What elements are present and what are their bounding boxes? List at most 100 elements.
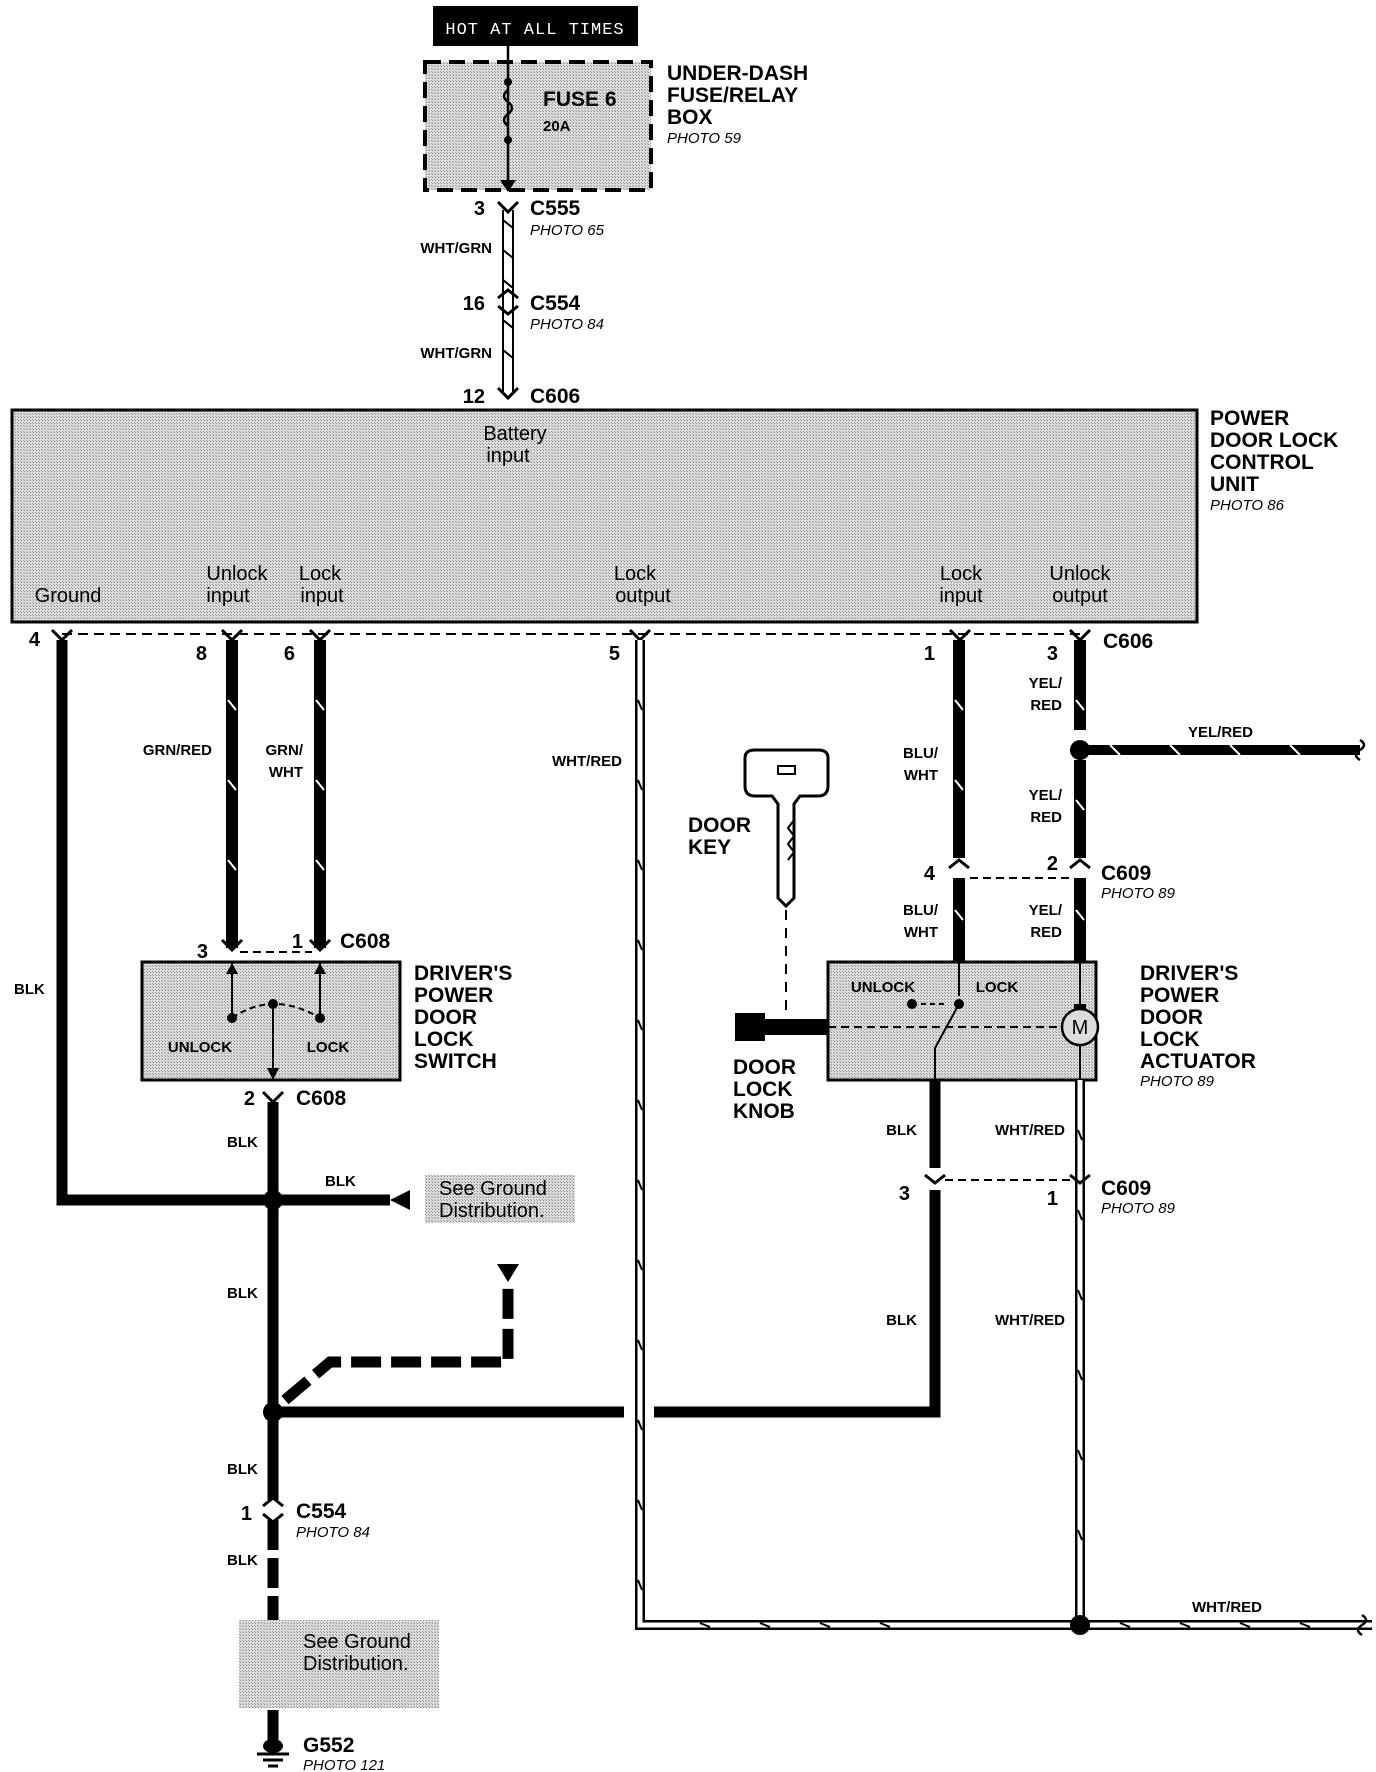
actuator-title-4: LOCK bbox=[1140, 1028, 1200, 1051]
wire-label-yel-red-1: YEL/ bbox=[1029, 675, 1063, 692]
ground-dist-1-line-2: Distribution. bbox=[439, 1200, 545, 1222]
wire-wht-red-actuator bbox=[1070, 1080, 1368, 1637]
unlock-output-2: output bbox=[1052, 585, 1108, 607]
actuator-title-3: DOOR bbox=[1140, 1006, 1203, 1029]
c555-pin: 3 bbox=[474, 198, 485, 220]
wire-label-wht-red-act-2: WHT/RED bbox=[995, 1312, 1065, 1329]
actuator-title-5: ACTUATOR bbox=[1140, 1050, 1256, 1073]
g552-name: G552 bbox=[303, 1734, 354, 1757]
c609-bottom-pin-3: 3 bbox=[899, 1183, 910, 1205]
c606-pin-5: 5 bbox=[609, 643, 620, 665]
fuse-symbol-icon bbox=[502, 89, 514, 127]
wire-label-wht-grn-1: WHT/GRN bbox=[420, 240, 492, 257]
hot-text: HOT AT ALL TIMES bbox=[445, 21, 624, 40]
lock-input-left-2: input bbox=[300, 585, 344, 607]
lock-input-right-2: input bbox=[939, 585, 983, 607]
wire-label-yel-red-5: YEL/ bbox=[1029, 902, 1063, 919]
g552-ground-icon bbox=[257, 1739, 289, 1768]
unlock-output-1: Unlock bbox=[1049, 563, 1111, 585]
door-key-label-2: KEY bbox=[688, 836, 731, 859]
wire-label-blk-2: BLK bbox=[325, 1173, 356, 1190]
wire-label-wht-red-bottom: WHT/RED bbox=[1192, 1599, 1262, 1616]
door-lock-switch-box: UNLOCK LOCK bbox=[140, 960, 402, 1082]
g552-photo: PHOTO 121 bbox=[303, 1757, 385, 1772]
fuse-rating: 20A bbox=[543, 118, 571, 135]
c555-name: C555 bbox=[530, 197, 581, 220]
door-key-label-1: DOOR bbox=[688, 814, 751, 837]
c609-bottom-pin-1: 1 bbox=[1047, 1188, 1058, 1210]
wire-label-blk-4: BLK bbox=[227, 1461, 258, 1478]
wire-label-grn-red: GRN/RED bbox=[143, 742, 212, 759]
wire-label-grn-wht-1: GRN/ bbox=[266, 742, 304, 759]
wire-blk-ground-left bbox=[56, 640, 270, 1206]
switch-title-2: POWER bbox=[414, 984, 493, 1007]
wire-label-blk-1: BLK bbox=[227, 1134, 258, 1151]
switch-lock-label: LOCK bbox=[307, 1039, 350, 1056]
c554-bottom-connector-icon bbox=[262, 1496, 284, 1524]
battery-input-2: input bbox=[486, 445, 530, 467]
wire-label-grn-wht-2: WHT bbox=[269, 764, 303, 781]
wire-label-blu-wht-4: WHT bbox=[904, 924, 938, 941]
c554-bottom-pin: 1 bbox=[241, 1503, 252, 1525]
c609-top-name: C609 bbox=[1101, 862, 1151, 885]
actuator-lock-label: LOCK bbox=[976, 979, 1019, 996]
c608-top-connector-icon bbox=[220, 938, 332, 953]
see-ground-distribution-2: See Ground Distribution. bbox=[239, 1620, 439, 1708]
ground-func: Ground bbox=[35, 585, 102, 607]
wire-label-wht-grn-2: WHT/GRN bbox=[420, 345, 492, 362]
see-ground-distribution-1: See Ground Distribution. bbox=[425, 1175, 575, 1223]
actuator-title-2: POWER bbox=[1140, 984, 1219, 1007]
c609-top-pin-2: 2 bbox=[1047, 853, 1058, 875]
control-unit-title-3: CONTROL bbox=[1210, 451, 1314, 474]
c609-bottom-photo: PHOTO 89 bbox=[1101, 1200, 1176, 1217]
c554-top-name: C554 bbox=[530, 292, 581, 315]
wire-blu-wht bbox=[953, 640, 965, 964]
control-unit-title-2: DOOR LOCK bbox=[1210, 429, 1338, 452]
wire-label-blu-wht-3: BLU/ bbox=[903, 902, 939, 919]
ground-dist-arrow-icon bbox=[390, 1190, 410, 1210]
fuse-box-title-1: UNDER-DASH bbox=[667, 62, 808, 85]
wire-label-blu-wht-2: WHT bbox=[904, 767, 938, 784]
c608-bottom-pin: 2 bbox=[244, 1088, 255, 1110]
fuse-name: FUSE 6 bbox=[543, 88, 617, 111]
c555-connector-icon bbox=[496, 200, 520, 215]
wire-wht-grn bbox=[502, 210, 514, 392]
c609-bottom-name: C609 bbox=[1101, 1177, 1151, 1200]
wire-label-yel-red-3: YEL/ bbox=[1029, 787, 1063, 804]
c554-top-connector-icon bbox=[497, 288, 519, 316]
c606-pin-8: 8 bbox=[196, 643, 207, 665]
c606-top-connector-icon bbox=[496, 386, 520, 401]
c608-top-name: C608 bbox=[340, 930, 391, 953]
c555-photo: PHOTO 65 bbox=[530, 222, 605, 239]
door-lock-knob-label-1: DOOR bbox=[733, 1056, 796, 1079]
c608-pin-1: 1 bbox=[292, 931, 303, 953]
switch-title-5: SWITCH bbox=[414, 1050, 497, 1073]
c554-top-photo: PHOTO 84 bbox=[530, 316, 604, 333]
c606-top-name: C606 bbox=[530, 385, 580, 408]
control-unit-box: Battery input Ground Unlock input Lock i… bbox=[10, 408, 1199, 624]
c609-top-photo: PHOTO 89 bbox=[1101, 885, 1176, 902]
c608-pin-3: 3 bbox=[197, 941, 208, 963]
fuse-box-photo: PHOTO 59 bbox=[667, 130, 742, 147]
c606-bottom-name: C606 bbox=[1103, 630, 1153, 653]
wire-label-yel-red-2: RED bbox=[1030, 697, 1062, 714]
wire-label-blk-act-2: BLK bbox=[886, 1312, 917, 1329]
c609-top-connector-icon bbox=[948, 858, 1091, 870]
wire-label-blu-wht-1: BLU/ bbox=[903, 745, 939, 762]
switch-title-4: LOCK bbox=[414, 1028, 474, 1051]
wire-blk-actuator bbox=[654, 1080, 941, 1418]
c608-bottom-connector-icon bbox=[261, 1090, 285, 1105]
wire-label-blk-left: BLK bbox=[14, 981, 45, 998]
motor-label: M bbox=[1072, 1017, 1089, 1039]
wire-label-yel-red-4: RED bbox=[1030, 809, 1062, 826]
fuse-box-title-3: BOX bbox=[667, 106, 713, 129]
c606-pin-6: 6 bbox=[284, 643, 295, 665]
actuator-photo: PHOTO 89 bbox=[1140, 1073, 1215, 1090]
unlock-input-1: Unlock bbox=[206, 563, 268, 585]
actuator-title-1: DRIVER'S bbox=[1140, 962, 1238, 985]
c609-top-pin-4: 4 bbox=[924, 863, 936, 885]
lock-input-left-1: Lock bbox=[299, 563, 342, 585]
wire-label-wht-red-act-1: WHT/RED bbox=[995, 1122, 1065, 1139]
c606-pin-1: 1 bbox=[924, 643, 935, 665]
